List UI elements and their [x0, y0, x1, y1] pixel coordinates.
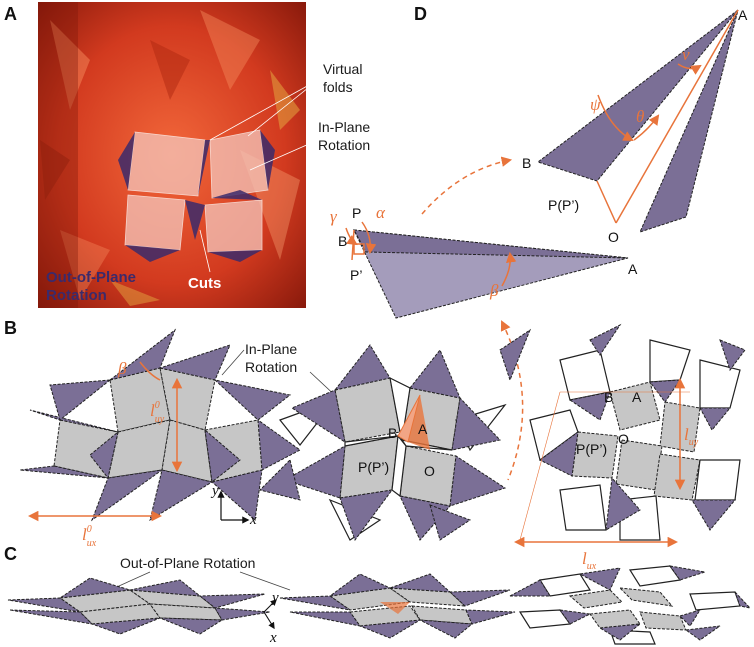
label-d-p-top: P(P’) [548, 197, 579, 213]
label-d-p-prime: P’ [350, 267, 362, 283]
label-d-a: A [628, 261, 638, 277]
label-b-b2: B [604, 389, 613, 405]
label-b-o2: O [618, 431, 629, 447]
label-b-a1: A [418, 421, 428, 437]
panel-letter-b: B [4, 318, 17, 338]
panel-a: A [4, 2, 370, 308]
label-l-uy: luy [684, 425, 699, 448]
label-d-b: B [338, 233, 347, 249]
label-beta-b: β [117, 359, 127, 378]
label-axis-x-b: x [249, 512, 257, 528]
pattern-open [529, 323, 746, 541]
label-axis-y-b: y [210, 483, 219, 499]
label-virtual-folds-2: folds [323, 79, 353, 95]
label-d-b-top: B [522, 155, 531, 171]
label-d-o-top: O [608, 229, 619, 245]
label-in-plane-a-1: In-Plane [318, 119, 370, 135]
label-virtual-folds-1: Virtual [323, 61, 362, 77]
panel-letter-c: C [4, 544, 17, 564]
label-axis-x-c: x [269, 630, 277, 646]
label-out-of-plane-a-2: Rotation [46, 287, 107, 304]
label-l-ux: lux [582, 549, 597, 572]
panel-letter-d: D [414, 4, 427, 24]
label-beta-d: β [489, 281, 499, 300]
pattern-closed [19, 328, 301, 522]
pattern-3d-partial [279, 573, 516, 639]
triangle-upper-right [639, 9, 739, 233]
label-in-plane-b-2: Rotation [245, 359, 297, 375]
label-alpha: α [376, 203, 386, 222]
label-b-b1: B [388, 425, 397, 441]
label-in-plane-b-1: In-Plane [245, 341, 297, 357]
label-nu: ν [682, 45, 690, 64]
label-axis-y-c: y [270, 590, 279, 606]
panel-d: D A B P(P’) O ν ψ θ γ α β P B P’ A [330, 4, 748, 481]
label-d-p: P [352, 205, 361, 221]
label-gamma: γ [330, 207, 338, 226]
panel-letter-a: A [4, 4, 17, 24]
pattern-3d-flat [7, 577, 271, 635]
label-in-plane-a-2: Rotation [318, 137, 370, 153]
label-b-p2: P(P’) [576, 441, 607, 457]
label-out-of-plane-a-1: Out-of-Plane [46, 269, 136, 286]
label-b-o1: O [424, 463, 435, 479]
label-psi: ψ [590, 95, 601, 114]
triangle-upper-left [536, 9, 739, 182]
label-theta: θ [636, 107, 644, 126]
triangle-lower-dark [353, 229, 629, 259]
label-out-of-plane-c: Out-of-Plane Rotation [120, 555, 255, 571]
label-b-a2: A [632, 389, 642, 405]
pattern-3d-open [509, 565, 752, 645]
label-cuts: Cuts [188, 275, 221, 292]
label-b-p1: P(P’) [358, 459, 389, 475]
panel-c: C Out-of-Plane Rotation [4, 544, 752, 646]
label-d-a-top: A [738, 7, 748, 23]
kirigami-patch [118, 129, 275, 262]
